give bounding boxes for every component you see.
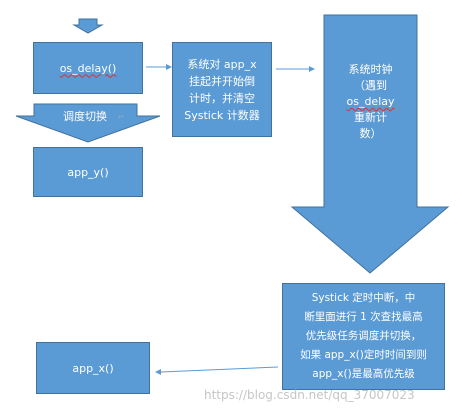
node-interrupt-line-1: Systick 定时中断，中 <box>311 292 416 304</box>
watermark: https://blog.csdn.net/qq_37007023 <box>204 388 415 402</box>
node-interrupt-line-3: 优先级任务调度并切换， <box>305 330 422 342</box>
node-os-delay: os_delay() <box>33 42 143 94</box>
node-suspend-line-4: Systick 计数器 <box>184 108 260 122</box>
node-app-x: app_x() <box>36 342 150 394</box>
arrowhead-2 <box>309 66 315 72</box>
node-interrupt: Systick 定时中断，中 断里面进行 1 次查找最高 优先级任务调度并切换，… <box>282 283 445 390</box>
node-suspend-line-1: 系统对 app_x <box>187 57 257 71</box>
arrow-interrupt-to-appx <box>160 366 279 373</box>
node-interrupt-line-2: 断里面进行 1 次查找最高 <box>304 311 423 323</box>
arrowhead-3 <box>155 369 161 375</box>
node-suspend: 系统对 app_x 挂起并开始倒 计时，并清空 Systick 计数器 <box>172 42 272 137</box>
corner-mark: ↵ <box>118 113 124 121</box>
top-down-arrow <box>72 18 104 34</box>
node-clock-line-4: 重新计 <box>354 111 387 124</box>
node-clock-line-1: 系统时钟 <box>348 63 393 76</box>
switch-label: 调度切换 <box>63 110 107 123</box>
node-interrupt-line-5: app_x()是最高优先级 <box>312 368 415 380</box>
node-app-y: app_y() <box>33 147 143 197</box>
node-clock: 系统时钟 （遇到 os_delay 重新计 数） <box>324 62 417 142</box>
clock-down-arrow <box>290 14 450 274</box>
node-app-x-text: app_x() <box>72 361 114 375</box>
switch-down-arrow <box>15 103 161 143</box>
node-clock-line-5: 数） <box>359 127 382 140</box>
node-interrupt-line-4: 如果 app_x()定时时间到则 <box>300 349 427 361</box>
arrowhead-1 <box>166 64 172 70</box>
node-suspend-line-2: 挂起并开始倒 <box>189 74 255 88</box>
node-os-delay-text: os_delay() <box>59 61 117 75</box>
node-app-y-text: app_y() <box>67 165 109 179</box>
node-suspend-line-3: 计时，并清空 <box>189 91 255 105</box>
node-clock-line-3: os_delay <box>346 95 395 108</box>
node-clock-line-2: （遇到 <box>354 79 387 92</box>
